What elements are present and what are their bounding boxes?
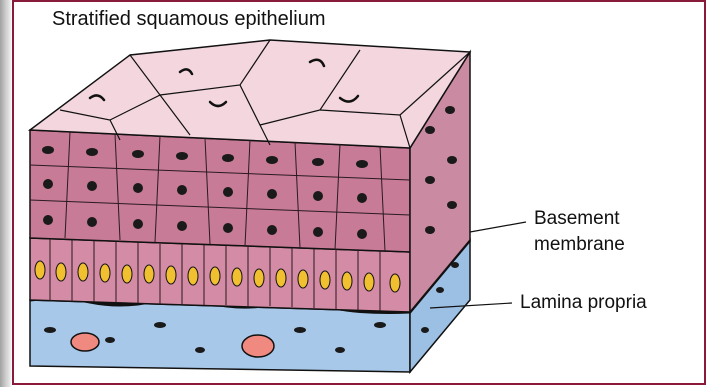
upper-layers-front — [30, 130, 410, 252]
basement-membrane-label: Basement membrane — [534, 206, 625, 258]
basement-leader-line — [470, 222, 526, 232]
top-surface — [30, 40, 470, 148]
figure-title: Stratified squamous epithelium — [52, 8, 325, 31]
basement-label-line2: membrane — [534, 232, 625, 258]
lamina-propria-label: Lamina propria — [520, 290, 647, 316]
basement-label-line1: Basement — [534, 206, 625, 232]
